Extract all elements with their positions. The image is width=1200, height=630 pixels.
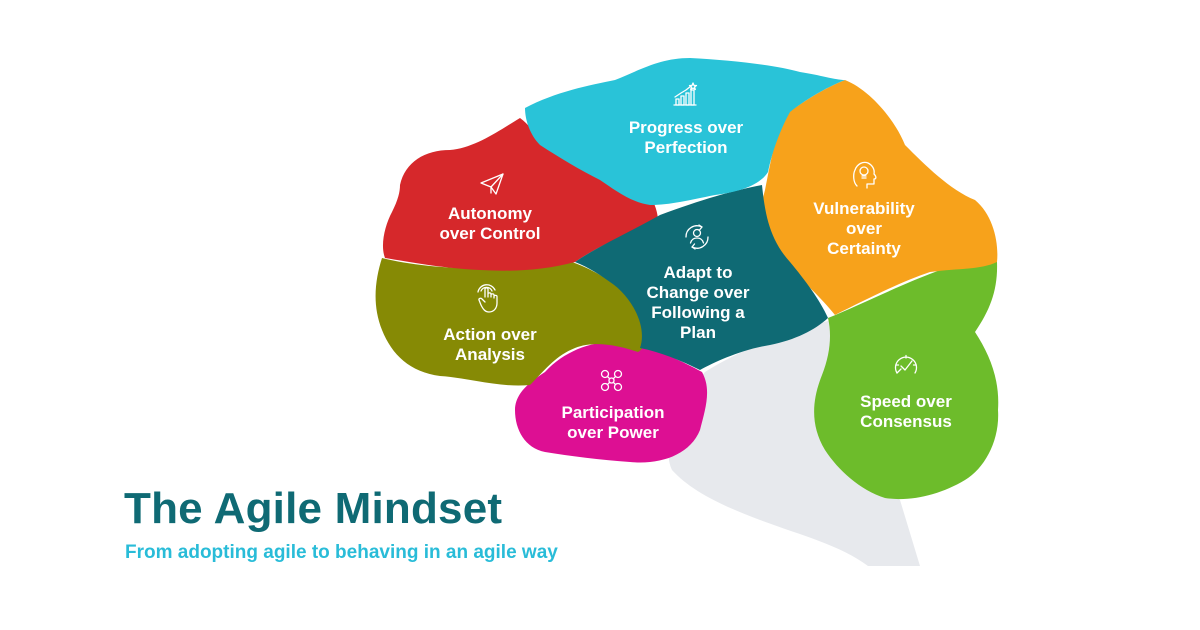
speedometer-check-icon: [894, 354, 918, 374]
lightbulb-head-icon: [853, 161, 877, 189]
lobe-label-line: Speed over: [860, 392, 952, 411]
lobe-label-line: Autonomy: [448, 204, 533, 223]
page-subtitle: From adopting agile to behaving in an ag…: [125, 542, 558, 563]
paper-plane-icon: [480, 173, 504, 195]
lobe-label-line: over: [846, 219, 882, 238]
lobe-autonomy: [382, 118, 658, 271]
lobe-label-line: over Control: [439, 224, 540, 243]
people-network-icon: [600, 369, 623, 392]
lobe-label-line: Progress over: [629, 118, 744, 137]
tap-hand-icon: [477, 284, 498, 313]
person-cycle-icon: [685, 224, 709, 250]
lobe-label-line: Vulnerability: [813, 199, 915, 218]
lobe-label-line: Plan: [680, 323, 716, 342]
lobe-label-line: Perfection: [644, 138, 727, 157]
lobe-label-line: over Power: [567, 423, 659, 442]
page-title: The Agile Mindset: [124, 484, 503, 533]
lobe-label-line: Change over: [647, 283, 750, 302]
lobe-label-line: Certainty: [827, 239, 901, 258]
lobe-label-line: Adapt to: [664, 263, 733, 282]
brain-stem: [668, 320, 920, 566]
growth-chart-star-icon: [673, 82, 698, 106]
lobe-label-line: Participation: [562, 403, 665, 422]
lobe-label-line: Following a: [651, 303, 745, 322]
lobe-adapt: [575, 185, 828, 370]
lobe-label-line: Consensus: [860, 412, 952, 431]
lobe-speed: [814, 260, 999, 500]
lobe-progress: [525, 58, 845, 205]
lobe-vulnerability: [761, 80, 998, 315]
lobe-action: [375, 258, 649, 386]
lobe-label-line: Action over: [443, 325, 537, 344]
lobe-label-line: Analysis: [455, 345, 525, 364]
lobe-participation: [515, 341, 708, 463]
